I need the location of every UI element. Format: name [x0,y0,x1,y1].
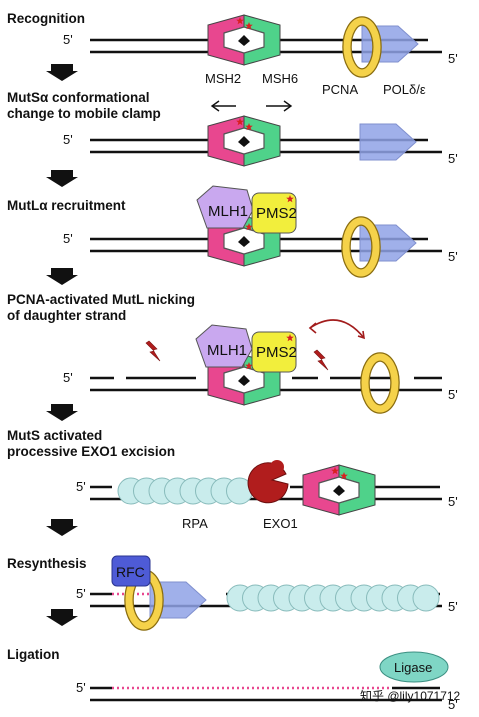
step-3-title: MutLα recruitment [7,198,126,214]
step-1-pcna-clamp-body [343,17,381,77]
step-3-pms2-shape [251,192,297,234]
step-6-pol-delta-epsilon [149,581,207,619]
step-1-pcna-clamp [342,16,382,78]
step-3-pms2 [251,192,297,234]
step-4-pms2-shape [251,331,297,373]
step-1-muts-clamp-mismatch-star-2 [245,22,253,30]
step-3-five-prime-right: 5' [448,249,458,264]
step-4-title-line-2: of daughter strand [7,308,127,323]
step-5-muts-clamp-mismatch-star-2 [340,472,348,480]
step-1-muts-clamp-mismatch-star-1 [236,17,244,25]
step-1-title-line-1: Recognition [7,11,85,26]
step-2-title-line-2: change to mobile clamp [7,106,161,121]
step-5-muts-clamp-dna-lesion [333,485,345,496]
step-6-rpa-filament-bead [412,584,440,612]
watermark-text: 知乎 @lily1071712 [360,689,461,703]
step-2-muts-clamp-mismatch-star-1 [236,118,244,126]
pol-label: POLδ/ε [383,82,426,97]
slide-arrow-left-head [210,100,220,112]
step-2-muts-clamp [207,115,281,167]
step-5-muts-clamp [302,464,376,516]
step-3-muts-clamp-dna-lesion [238,236,250,247]
step-arrow-6 [46,609,78,626]
step-1-muts-clamp [207,14,281,66]
rpa-label: RPA [182,516,208,531]
step-3-pcna-clamp [341,216,381,278]
step-5-title-line-2: processive EXO1 excision [7,444,176,459]
slide-arrow-right-head [283,100,293,112]
step-3-mlh1-label: MLH1 [208,203,248,220]
step-7-title-line-1: Ligation [7,647,60,662]
step-arrow-4 [46,404,78,421]
step-6-five-prime-left: 5' [76,586,86,601]
step-2-five-prime-right: 5' [448,151,458,166]
step-6-five-prime-right: 5' [448,599,458,614]
step-3-five-prime-left: 5' [63,231,73,246]
step-5-title-line-1: MutS activated [7,428,103,443]
step-5-muts-clamp-mismatch-star-1 [331,467,339,475]
step-1-muts-clamp-dna-lesion [238,35,250,46]
step-2-pol-delta-epsilon [359,123,417,161]
step-3-title-line-1: MutLα recruitment [7,198,126,213]
rfc-label: RFC [116,564,145,580]
step-arrow-2 [46,170,78,187]
step-4-muts-clamp-dna-lesion [238,375,250,386]
step-4-pcna-clamp [360,352,400,414]
step-4-title-line-1: PCNA-activated MutL nicking [7,292,196,307]
step-6-title: Resynthesis [7,556,87,572]
step-7-dna [90,686,442,702]
step-4-five-prime-right: 5' [448,387,458,402]
step-arrow-1 [46,64,78,81]
step-5-five-prime-left: 5' [76,479,86,494]
pcna-label: PCNA [322,82,358,97]
step-4-nick-bolt-left [145,340,161,362]
step-3-pcna-clamp-body [342,217,380,277]
step-5-rpa-filament [117,477,253,505]
step-2-title-line-1: MutSα conformational [7,90,150,105]
step-2-muts-clamp-mismatch-star-2 [245,123,253,131]
step-arrow-3 [46,268,78,285]
step-7-five-prime-left: 5' [76,680,86,695]
step-2-five-prime-left: 5' [63,132,73,147]
step-4-interaction-arc-head-right [357,330,365,340]
step-1-title: Recognition [7,11,85,27]
step-4-five-prime-left: 5' [63,370,73,385]
step-4-pms2 [251,331,297,373]
step-3-pms2-label: PMS2 [256,205,297,222]
step-4-muts-clamp-mismatch-star-2 [245,362,253,370]
step-2-muts-clamp-dna-lesion [238,136,250,147]
step-arrow-5 [46,519,78,536]
step-4-nick-bolt-right [313,349,329,371]
step-3-muts-clamp-mismatch-star-2 [245,223,253,231]
step-1-five-prime-right: 5' [448,51,458,66]
step-4-mlh1-label: MLH1 [207,342,247,359]
step-5-exo1-head [270,460,284,474]
step-5-five-prime-right: 5' [448,494,458,509]
step-1-five-prime-left: 5' [63,32,73,47]
step-4-pms2-star [286,334,294,342]
msh2-label: MSH2 [205,71,241,86]
step-4-pcna-clamp-body [361,353,399,413]
step-6-title-line-1: Resynthesis [7,556,87,571]
ligase-label: Ligase [394,660,432,675]
step-6-rfc [111,555,151,587]
step-7-ligase [379,651,449,683]
step-4-interaction-arc-head-left [308,322,317,334]
step-7-title: Ligation [7,647,60,663]
step-6-rpa-filament [226,584,440,612]
step-4-pms2-label: PMS2 [256,344,297,361]
exo1-label: EXO1 [263,516,298,531]
step-4-interaction-arc [309,319,365,339]
msh6-label: MSH6 [262,71,298,86]
step-7-five-prime-right: 5' [448,697,458,712]
step-3-pms2-star [286,195,294,203]
